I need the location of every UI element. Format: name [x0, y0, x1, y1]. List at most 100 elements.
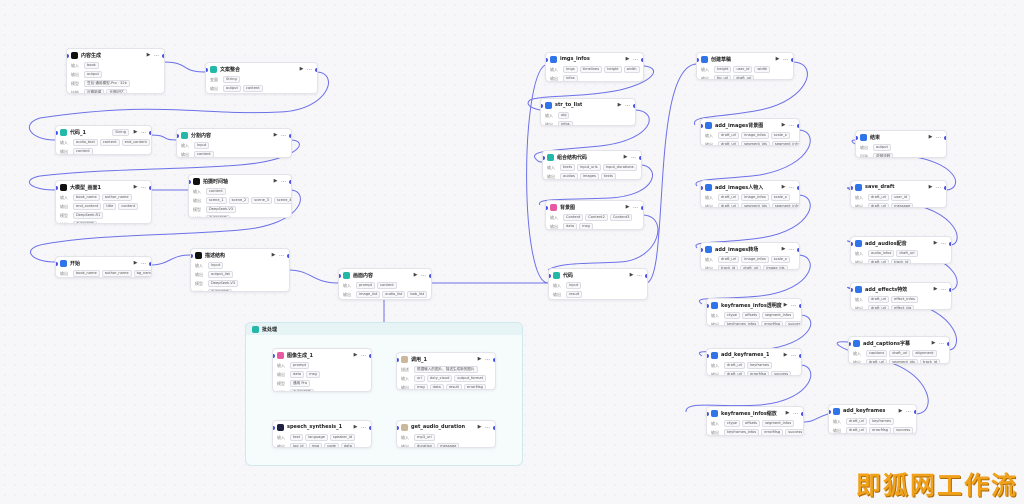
run-more-icon[interactable]: ▶ …: [783, 302, 797, 308]
input-port[interactable]: [697, 57, 700, 63]
input-port[interactable]: [273, 353, 276, 359]
input-port[interactable]: [849, 341, 852, 347]
output-port[interactable]: [492, 425, 495, 431]
run-more-icon[interactable]: ▶ …: [133, 184, 147, 190]
input-port[interactable]: [67, 53, 70, 59]
run-more-icon[interactable]: ▶ …: [933, 286, 947, 292]
output-port[interactable]: [148, 185, 151, 191]
run-more-icon[interactable]: ▶ …: [133, 260, 147, 266]
output-port[interactable]: [948, 241, 951, 247]
input-port[interactable]: [189, 179, 192, 185]
input-port[interactable]: [707, 303, 710, 309]
run-more-icon[interactable]: ▶ …: [781, 184, 795, 190]
input-port[interactable]: [549, 273, 552, 279]
run-more-icon[interactable]: ▶ …: [781, 122, 795, 128]
input-port[interactable]: [206, 67, 209, 73]
input-port[interactable]: [851, 185, 854, 191]
run-more-icon[interactable]: ▶ …: [928, 184, 942, 190]
output-port[interactable]: [796, 185, 799, 191]
run-more-icon[interactable]: ▶ …: [413, 272, 427, 278]
input-port[interactable]: [851, 287, 854, 293]
input-port[interactable]: [56, 185, 59, 191]
output-port[interactable]: [943, 135, 946, 141]
output-port[interactable]: [796, 123, 799, 129]
run-more-icon[interactable]: ▶ …: [273, 178, 287, 184]
input-port[interactable]: [56, 130, 59, 136]
input-port[interactable]: [397, 425, 400, 431]
input-port[interactable]: [701, 247, 704, 253]
input-port[interactable]: [829, 409, 832, 415]
output-port[interactable]: [640, 205, 643, 211]
output-port[interactable]: [314, 67, 317, 73]
run-more-icon[interactable]: ▶ …: [898, 408, 912, 414]
input-port[interactable]: [851, 241, 854, 247]
output-port[interactable]: [428, 273, 431, 279]
output-port[interactable]: [644, 273, 647, 279]
run-more-icon[interactable]: ▶ …: [617, 102, 631, 108]
output-port[interactable]: [640, 57, 643, 63]
input-port[interactable]: [701, 185, 704, 191]
output-port[interactable]: [798, 353, 801, 359]
run-more-icon[interactable]: ▶ …: [477, 356, 491, 362]
output-port[interactable]: [913, 409, 916, 415]
output-port[interactable]: [492, 357, 495, 363]
input-port[interactable]: [701, 123, 704, 129]
input-port[interactable]: [707, 411, 710, 417]
input-port[interactable]: [541, 103, 544, 109]
input-port[interactable]: [543, 155, 546, 161]
input-port[interactable]: [546, 205, 549, 211]
output-port[interactable]: [948, 287, 951, 293]
run-more-icon[interactable]: ▶ …: [146, 52, 160, 58]
run-more-icon[interactable]: ▶ …: [299, 66, 313, 72]
output-port[interactable]: [368, 425, 371, 431]
run-more-icon[interactable]: ▶ …: [271, 252, 285, 258]
run-more-icon[interactable]: ▶ …: [629, 272, 643, 278]
output-port[interactable]: [288, 133, 291, 139]
run-more-icon[interactable]: ▶ …: [775, 56, 789, 62]
output-port[interactable]: [800, 411, 803, 417]
run-more-icon[interactable]: ▶ …: [623, 154, 637, 160]
output-port[interactable]: [288, 179, 291, 185]
output-port[interactable]: [790, 57, 793, 63]
input-port[interactable]: [56, 261, 59, 267]
run-more-icon[interactable]: ▶ …: [133, 129, 147, 135]
run-more-icon[interactable]: ▶ …: [353, 352, 367, 358]
output-port[interactable]: [286, 253, 289, 259]
run-more-icon[interactable]: ▶ …: [783, 352, 797, 358]
output-port[interactable]: [946, 341, 949, 347]
input-port[interactable]: [856, 135, 859, 141]
run-more-icon[interactable]: ▶ …: [625, 56, 639, 62]
input-port[interactable]: [339, 273, 342, 279]
output-port[interactable]: [943, 185, 946, 191]
run-more-icon[interactable]: ▶ …: [933, 240, 947, 246]
input-port[interactable]: [397, 357, 400, 363]
